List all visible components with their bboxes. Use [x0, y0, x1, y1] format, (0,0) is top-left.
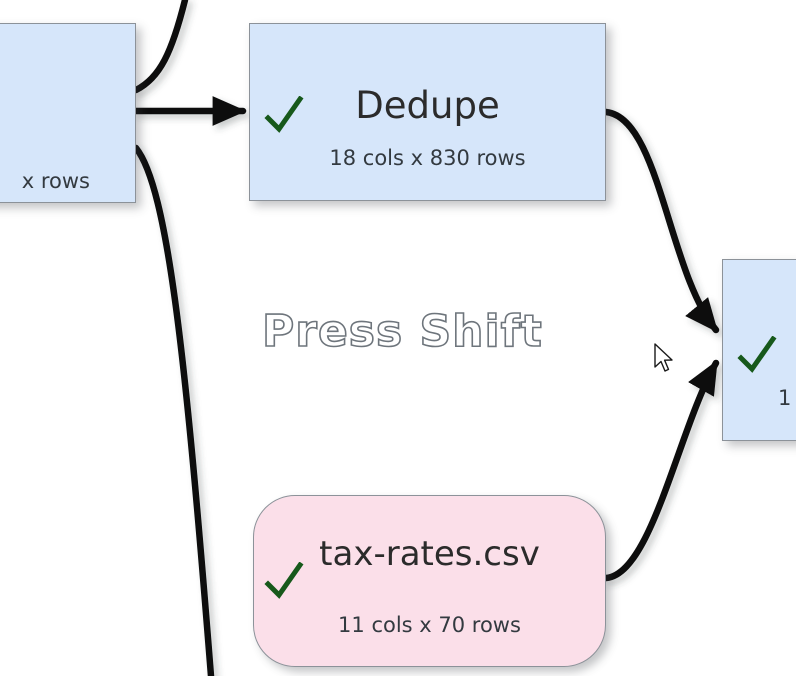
edge-dedupe-to-join [602, 108, 720, 334]
node-dedupe-subtitle: 18 cols x 830 rows [329, 146, 526, 170]
node-source-left-subtitle: x rows [21, 169, 90, 193]
node-tax-rates-subtitle: 11 cols x 70 rows [338, 613, 521, 637]
node-source-left[interactable]: x rows [0, 23, 136, 203]
node-dedupe[interactable]: Dedupe 18 cols x 830 rows [249, 23, 606, 201]
check-icon [737, 336, 777, 373]
mouse-cursor-arrow-icon [654, 343, 673, 372]
node-tax-rates-csv[interactable]: tax-rates.csv 11 cols x 70 rows [253, 495, 606, 667]
check-icon [264, 562, 304, 599]
edge-taxrates-to-join [602, 359, 720, 582]
press-shift-hint: Press Shift [261, 305, 543, 358]
node-join-right[interactable]: 1 [722, 259, 796, 441]
node-tax-rates-title: tax-rates.csv [319, 534, 540, 574]
edge-left-to-offscreen-bottom [132, 144, 215, 676]
node-join-right-subtitle: 1 [778, 386, 792, 410]
node-dedupe-title: Dedupe [355, 84, 500, 127]
edge-left-to-offscreen-top [132, 0, 189, 94]
check-icon [264, 96, 304, 133]
